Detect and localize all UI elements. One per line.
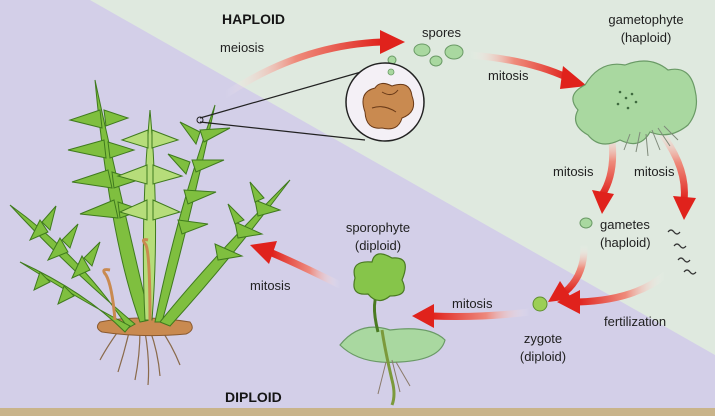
young-sporophyte: [339, 253, 446, 406]
mitosis-label-right: mitosis: [634, 164, 675, 179]
mitosis-label-zygote: mitosis: [452, 296, 493, 311]
mitosis-arrow-zygote: [412, 304, 534, 328]
gametophyte-label: gametophyte: [608, 12, 683, 27]
sperm-cells: [667, 229, 697, 275]
gametophyte-ploidy-label: (haploid): [621, 30, 672, 45]
spores-label: spores: [422, 25, 462, 40]
mitosis-arrow-spores: [466, 51, 587, 89]
zygote: [532, 296, 548, 312]
haploid-background: [90, 0, 715, 355]
meiosis-arrow: [221, 30, 405, 99]
mitosis-arrow-sporophyte: [250, 241, 344, 289]
meiosis-label: meiosis: [220, 40, 265, 55]
diploid-label: DIPLOID: [225, 389, 282, 405]
mitosis-label-left: mitosis: [553, 164, 594, 179]
fertilization-arrow: [557, 271, 669, 314]
mitosis-label-spores: mitosis: [488, 68, 529, 83]
gametes-label: gametes: [600, 217, 650, 232]
spores: [387, 43, 464, 67]
zygote-label: zygote: [524, 331, 562, 346]
mitosis-label-sporophyte: mitosis: [250, 278, 291, 293]
egg-arrow: [548, 241, 588, 302]
adult-fern: [9, 79, 291, 386]
fertilization-label: fertilization: [604, 314, 666, 329]
haploid-label: HAPLOID: [222, 11, 285, 27]
zygote-ploidy-label: (diploid): [520, 349, 566, 364]
gametes-ploidy-label: (haploid): [600, 235, 651, 250]
egg-cell: [579, 217, 593, 229]
sporophyte-ploidy-label: (diploid): [355, 238, 401, 253]
gametophyte: [572, 60, 698, 157]
bottom-bar: [0, 408, 715, 416]
sporophyte-label: sporophyte: [346, 220, 410, 235]
sporangium-inset: [196, 62, 425, 142]
